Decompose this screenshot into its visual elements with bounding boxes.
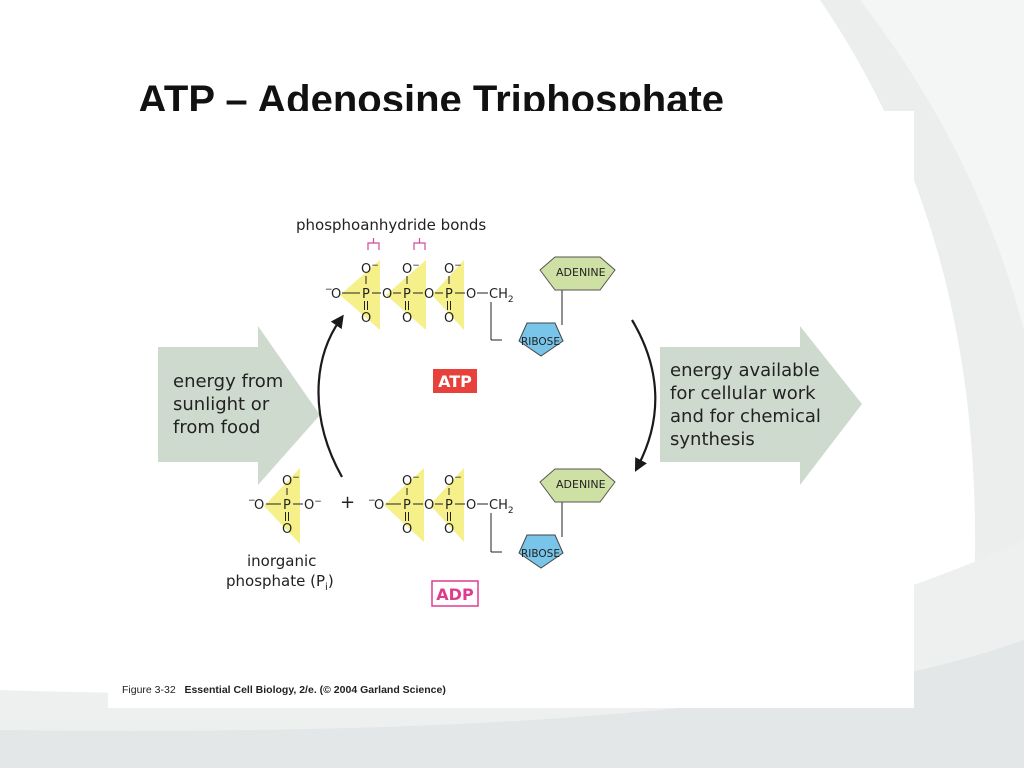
atp-minus-left: − <box>325 285 333 295</box>
pi-p: P <box>283 498 291 513</box>
atp-ribose-shape <box>518 322 564 357</box>
atp-o-top-2: O− <box>402 261 420 277</box>
atp-o-chain-4: O <box>466 287 476 302</box>
atp-ribose-label: RIBOSE <box>521 336 560 348</box>
pi-label-line-1: inorganic <box>247 552 316 570</box>
adp-phosphate-shape-2 <box>430 468 464 542</box>
output-line-1: energy available <box>670 360 820 381</box>
output-energy-text: energy available for cellular work and f… <box>670 360 827 450</box>
synthesis-curved-arrow <box>317 314 344 478</box>
pi-minus-left: − <box>248 496 256 506</box>
adp-minus-left: − <box>368 496 376 506</box>
adp-badge <box>431 580 479 607</box>
input-line-1: energy from <box>173 371 283 392</box>
adp-adenine-shape <box>539 468 616 503</box>
adp-badge-label: ADP <box>436 585 474 604</box>
atp-o-top-1: O− <box>361 261 379 277</box>
atp-o-top-3: O− <box>444 261 462 277</box>
inorganic-phosphate: O− − O P O− O <box>248 468 322 544</box>
caption-source: Essential Cell Biology, 2/e. (© 2004 Gar… <box>184 684 446 696</box>
atp-o-bottom-1: O <box>361 311 371 326</box>
atp-badge <box>433 369 477 393</box>
input-energy-text: energy from sunlight or from food <box>173 371 289 438</box>
adp-ribose-shape <box>518 534 564 569</box>
atp-p-2: P <box>403 287 411 302</box>
caption-figure-number: Figure 3-32 <box>122 684 176 696</box>
pi-label-line-2: phosphate (Pi) <box>226 572 334 593</box>
adp-o-chain-3: O <box>466 498 476 513</box>
adp-o-bottom-2: O <box>444 522 454 537</box>
figure-caption: Figure 3-32 Essential Cell Biology, 2/e.… <box>122 684 446 696</box>
atp-badge-label: ATP <box>438 372 472 391</box>
adp-o-top-2: O− <box>444 473 462 489</box>
atp-p-3: P <box>445 287 453 302</box>
pi-o-left: O <box>254 498 264 513</box>
adp-p-2: P <box>445 498 453 513</box>
atp-o-chain-3: O <box>424 287 434 302</box>
pi-o-bottom: O <box>282 522 292 537</box>
adp-adenine-label: ADENINE <box>556 478 606 491</box>
phosphoanhydride-bonds-label: phosphoanhydride bonds <box>296 216 486 234</box>
atp-o-bottom-2: O <box>402 311 412 326</box>
atp-o-chain-2: O <box>382 287 392 302</box>
pi-o-top: O− <box>282 473 300 489</box>
plus-sign: + <box>340 492 355 513</box>
input-energy-arrow <box>158 326 320 485</box>
atp-ch2: CH2 <box>489 287 514 305</box>
atp-molecule: O− O− O− − O P O P O P O CH2 O O O <box>325 256 616 357</box>
atp-adenine-shape <box>539 256 616 291</box>
atp-phosphate-shape-1 <box>340 260 380 330</box>
bond-bracket-1 <box>367 238 380 250</box>
input-line-3: from food <box>173 417 260 438</box>
adp-p-1: P <box>403 498 411 513</box>
atp-o-chain-1: O <box>331 287 341 302</box>
output-line-2: for cellular work <box>670 383 816 404</box>
adp-molecule: O− O− − O P O P O CH2 O O ADENINE RIBOSE <box>368 468 616 569</box>
adp-o-chain-2: O <box>424 498 434 513</box>
atp-adenine-label: ADENINE <box>556 266 606 279</box>
inorganic-phosphate-label: inorganic phosphate (Pi) <box>226 552 334 593</box>
adp-ribose-label: RIBOSE <box>521 548 560 560</box>
adp-phosphate-shape-1 <box>384 468 424 542</box>
output-line-3: and for chemical <box>670 406 821 427</box>
input-line-2: sunlight or <box>173 394 270 415</box>
bond-bracket-2 <box>413 238 426 250</box>
hydrolysis-curved-arrow <box>631 319 657 472</box>
atp-o-bottom-3: O <box>444 311 454 326</box>
atp-p-1: P <box>362 287 370 302</box>
output-energy-arrow <box>660 326 862 485</box>
output-line-4: synthesis <box>670 429 755 450</box>
adp-ch2: CH2 <box>489 498 514 516</box>
adp-o-top-1: O− <box>402 473 420 489</box>
adp-o-chain-1: O <box>374 498 384 513</box>
pi-o-right: O− <box>304 497 322 513</box>
pi-phosphate-shape <box>264 468 300 544</box>
adp-o-bottom-1: O <box>402 522 412 537</box>
atp-phosphate-shape-2 <box>386 260 426 330</box>
atp-phosphate-shape-3 <box>432 260 464 330</box>
